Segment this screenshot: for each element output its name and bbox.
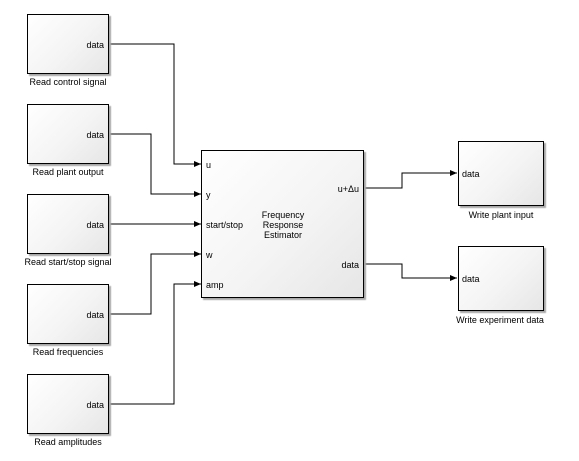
block-caption: Read start/stop signal xyxy=(24,257,112,267)
input-port-start-stop: start/stop xyxy=(206,220,244,230)
signal-line-frequencies[interactable] xyxy=(110,251,201,315)
estimator-title: Frequency Response Estimator xyxy=(262,210,305,240)
input-port-y: y xyxy=(206,190,211,200)
block-caption: Write plant input xyxy=(468,210,534,220)
estimator-title-line: Estimator xyxy=(263,230,302,240)
output-port-label: data xyxy=(86,40,104,50)
estimator-title-line: Response xyxy=(262,220,304,230)
read-plant-output-block[interactable]: data xyxy=(27,104,109,164)
output-port-data: data xyxy=(341,260,359,270)
block-caption: Read amplitudes xyxy=(34,437,102,447)
block-caption: Write experiment data xyxy=(456,315,544,325)
read-start-stop-signal-block[interactable]: data xyxy=(27,194,109,254)
input-port-label: data xyxy=(462,169,480,179)
output-port-label: data xyxy=(86,130,104,140)
signal-line-plant-output[interactable] xyxy=(110,133,201,197)
write-experiment-data-block[interactable]: data xyxy=(458,246,544,311)
block-caption: Read control signal xyxy=(29,77,107,87)
output-port-label: data xyxy=(86,310,104,320)
read-frequencies-block[interactable]: data xyxy=(27,284,109,344)
output-port-label: data xyxy=(86,400,104,410)
signal-line-plant-input[interactable] xyxy=(364,170,457,189)
output-port-u-plus-delta-u: u+Δu xyxy=(337,184,359,194)
read-amplitudes-block[interactable]: data xyxy=(27,374,109,434)
signal-line-control[interactable] xyxy=(110,43,201,167)
block-caption: Read frequencies xyxy=(32,347,104,357)
read-control-signal-block[interactable]: data xyxy=(27,14,109,74)
write-plant-input-block[interactable]: data xyxy=(458,141,544,206)
input-port-amp: amp xyxy=(206,280,224,290)
block-caption: Read plant output xyxy=(32,167,104,177)
input-port-label: data xyxy=(462,274,480,284)
frequency-response-estimator-block[interactable]: u y start/stop w amp u+Δu data Frequency… xyxy=(201,150,364,298)
estimator-title-line: Frequency xyxy=(261,210,305,220)
input-port-w: w xyxy=(206,250,213,260)
signal-line-amplitudes[interactable] xyxy=(110,281,201,405)
input-port-u: u xyxy=(206,160,212,170)
output-port-label: data xyxy=(86,220,104,230)
signal-line-experiment-data[interactable] xyxy=(364,263,457,281)
